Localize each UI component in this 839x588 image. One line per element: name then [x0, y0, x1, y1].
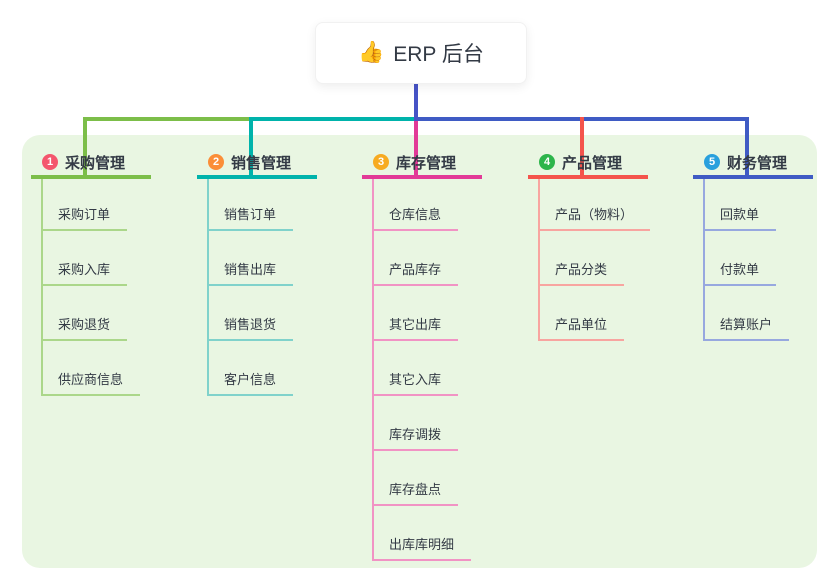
- root-connector: [414, 82, 418, 121]
- child-node-label: 仓库信息: [389, 207, 442, 222]
- branch-connector: [745, 117, 749, 179]
- child-node[interactable]: 采购退货: [41, 312, 127, 341]
- branch-node[interactable]: 3 库存管理: [362, 149, 482, 179]
- branch-title-label: 库存管理: [396, 154, 457, 172]
- mindmap-panel: [22, 135, 817, 568]
- branch-number-badge: 2: [208, 154, 224, 170]
- child-node-label: 库存盘点: [389, 482, 442, 497]
- branch-connector: [414, 117, 418, 179]
- child-node-label: 出库库明细: [389, 537, 455, 552]
- child-node-label: 回款单: [720, 207, 760, 222]
- thumbs-up-icon: 👍: [358, 41, 385, 64]
- child-node-label: 供应商信息: [58, 372, 124, 387]
- child-node-label: 付款单: [720, 262, 760, 277]
- child-node[interactable]: 销售出库: [207, 257, 293, 286]
- child-node[interactable]: 回款单: [703, 202, 776, 231]
- child-node[interactable]: 产品库存: [372, 257, 458, 286]
- child-node-label: 其它入库: [389, 372, 442, 387]
- root-node[interactable]: 👍 ERP 后台: [315, 22, 527, 84]
- branch-connector: [83, 117, 87, 179]
- child-node[interactable]: 其它出库: [372, 312, 458, 341]
- child-node-label: 销售退货: [224, 317, 277, 332]
- child-node-label: 其它出库: [389, 317, 442, 332]
- branch-number-badge: 3: [373, 154, 389, 170]
- branch-connector: [249, 117, 253, 179]
- child-node[interactable]: 客户信息: [207, 367, 293, 396]
- child-node-label: 结算账户: [720, 317, 773, 332]
- child-node-label: 客户信息: [224, 372, 277, 387]
- branch-trunk-line: [207, 179, 209, 396]
- child-node[interactable]: 产品单位: [538, 312, 624, 341]
- branch-number-badge: 1: [42, 154, 58, 170]
- child-node-label: 产品库存: [389, 262, 442, 277]
- branch-trunk-line: [372, 179, 374, 561]
- child-node[interactable]: 出库库明细: [372, 532, 471, 561]
- child-node[interactable]: 结算账户: [703, 312, 789, 341]
- branch-connector: [580, 117, 584, 179]
- child-node[interactable]: 库存盘点: [372, 477, 458, 506]
- branch-node[interactable]: 5 财务管理: [693, 149, 813, 179]
- branch-trunk-line: [703, 179, 705, 341]
- child-node[interactable]: 产品（物料）: [538, 202, 650, 231]
- branch-title-label: 采购管理: [65, 154, 126, 172]
- child-node-label: 库存调拨: [389, 427, 442, 442]
- child-node[interactable]: 销售退货: [207, 312, 293, 341]
- branch-title-label: 产品管理: [562, 154, 623, 172]
- branch-node[interactable]: 4 产品管理: [528, 149, 648, 179]
- child-node[interactable]: 采购入库: [41, 257, 127, 286]
- branch-number-badge: 5: [704, 154, 720, 170]
- branch-number-badge: 4: [539, 154, 555, 170]
- child-node[interactable]: 产品分类: [538, 257, 624, 286]
- child-node[interactable]: 付款单: [703, 257, 776, 286]
- root-node-label: ERP 后台: [393, 43, 484, 66]
- child-node-label: 销售订单: [224, 207, 277, 222]
- child-node-label: 产品单位: [555, 317, 608, 332]
- child-node[interactable]: 销售订单: [207, 202, 293, 231]
- child-node[interactable]: 供应商信息: [41, 367, 140, 396]
- branch-title-label: 销售管理: [231, 154, 292, 172]
- branch-trunk-line: [538, 179, 540, 341]
- branch-node[interactable]: 2 销售管理: [197, 149, 317, 179]
- child-node-label: 产品分类: [555, 262, 608, 277]
- branch-trunk-line: [41, 179, 43, 396]
- branch-node[interactable]: 1 采购管理: [31, 149, 151, 179]
- child-node[interactable]: 仓库信息: [372, 202, 458, 231]
- branch-title-label: 财务管理: [727, 154, 788, 172]
- child-node[interactable]: 库存调拨: [372, 422, 458, 451]
- child-node-label: 产品（物料）: [555, 207, 634, 222]
- child-node[interactable]: 采购订单: [41, 202, 127, 231]
- child-node[interactable]: 其它入库: [372, 367, 458, 396]
- child-node-label: 采购订单: [58, 207, 111, 222]
- child-node-label: 采购退货: [58, 317, 111, 332]
- child-node-label: 采购入库: [58, 262, 111, 277]
- bus-segment: [249, 117, 418, 121]
- child-node-label: 销售出库: [224, 262, 277, 277]
